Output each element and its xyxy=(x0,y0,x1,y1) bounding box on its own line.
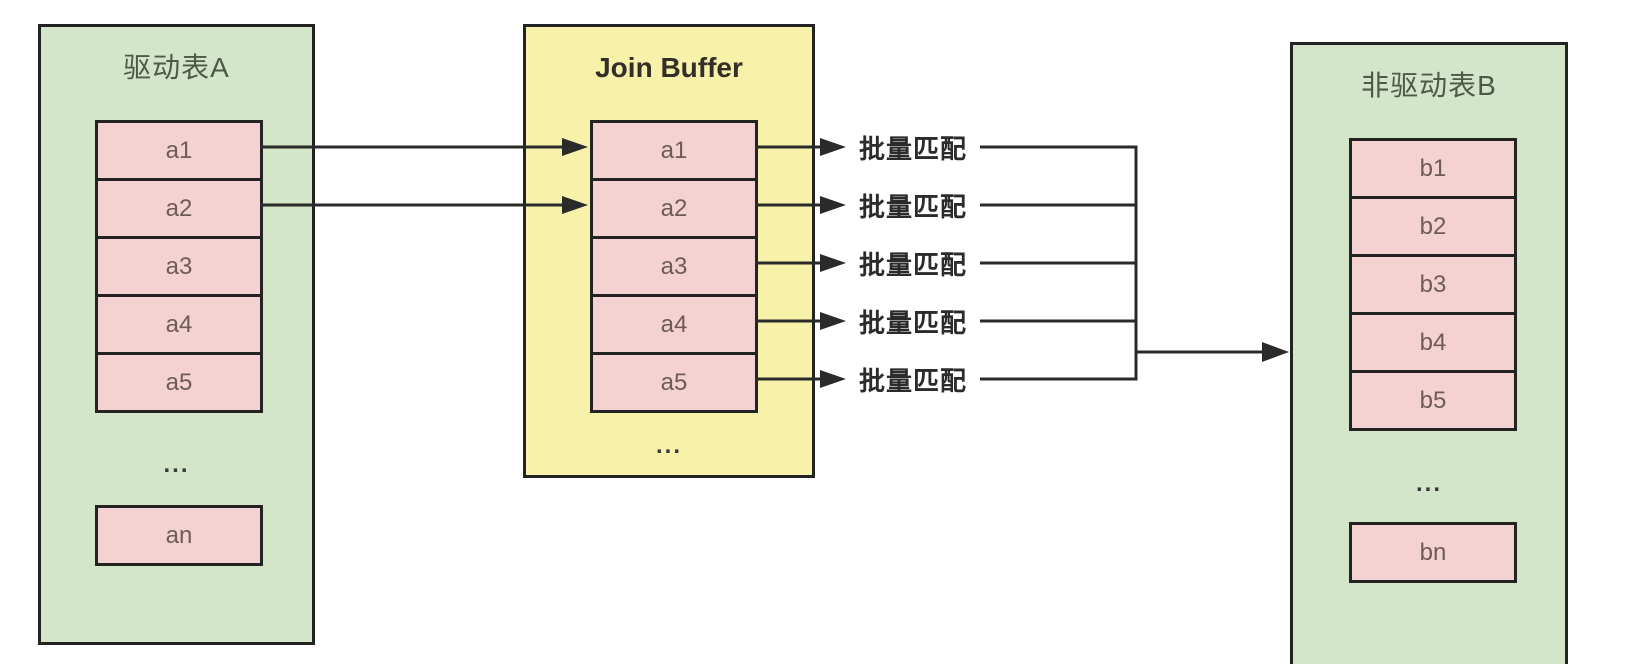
buffer-row: a3 xyxy=(590,236,758,297)
buffer-row: a2 xyxy=(590,178,758,239)
batch-match-label: 批量匹配 xyxy=(858,191,967,222)
table-row: b2 xyxy=(1349,196,1517,257)
non-driving-table-b-rows: b1 b2 b3 b4 b5 xyxy=(1349,138,1517,431)
table-row-an: an xyxy=(95,505,263,566)
driving-table-a-title: 驱动表A xyxy=(123,52,230,83)
table-row: b1 xyxy=(1349,138,1517,199)
table-row: a2 xyxy=(95,178,263,239)
batch-match-label: 批量匹配 xyxy=(858,307,967,338)
table-row: b5 xyxy=(1349,370,1517,431)
buffer-row: a5 xyxy=(590,352,758,413)
table-row: a1 xyxy=(95,120,263,181)
table-row: b3 xyxy=(1349,254,1517,315)
table-row: a3 xyxy=(95,236,263,297)
batch-match-label: 批量匹配 xyxy=(858,365,967,396)
driving-table-a-rows: a1 a2 a3 a4 a5 xyxy=(95,120,263,413)
table-row: b4 xyxy=(1349,312,1517,373)
non-driving-table-b-title: 非驱动表B xyxy=(1361,70,1497,101)
join-buffer-rows: a1 a2 a3 a4 a5 xyxy=(590,120,758,413)
table-row: a5 xyxy=(95,352,263,413)
join-buffer-box: Join Buffer a1 a2 a3 a4 a5 ... xyxy=(523,24,815,478)
batch-match-label: 批量匹配 xyxy=(858,249,967,280)
buffer-row: a1 xyxy=(590,120,758,181)
driving-table-a-box: 驱动表A a1 a2 a3 a4 a5 ... an xyxy=(38,24,315,645)
table-row-bn: bn xyxy=(1349,522,1517,583)
table-row: a4 xyxy=(95,294,263,355)
ellipsis: ... xyxy=(163,451,190,478)
join-buffer-title: Join Buffer xyxy=(595,52,743,83)
non-driving-table-b-box: 非驱动表B b1 b2 b3 b4 b5 ... bn xyxy=(1290,42,1568,664)
ellipsis: ... xyxy=(1415,470,1442,497)
batch-match-label: 批量匹配 xyxy=(858,133,967,164)
ellipsis: ... xyxy=(655,432,682,459)
arrow-to-table-b xyxy=(1136,342,1289,362)
buffer-row: a4 xyxy=(590,294,758,355)
